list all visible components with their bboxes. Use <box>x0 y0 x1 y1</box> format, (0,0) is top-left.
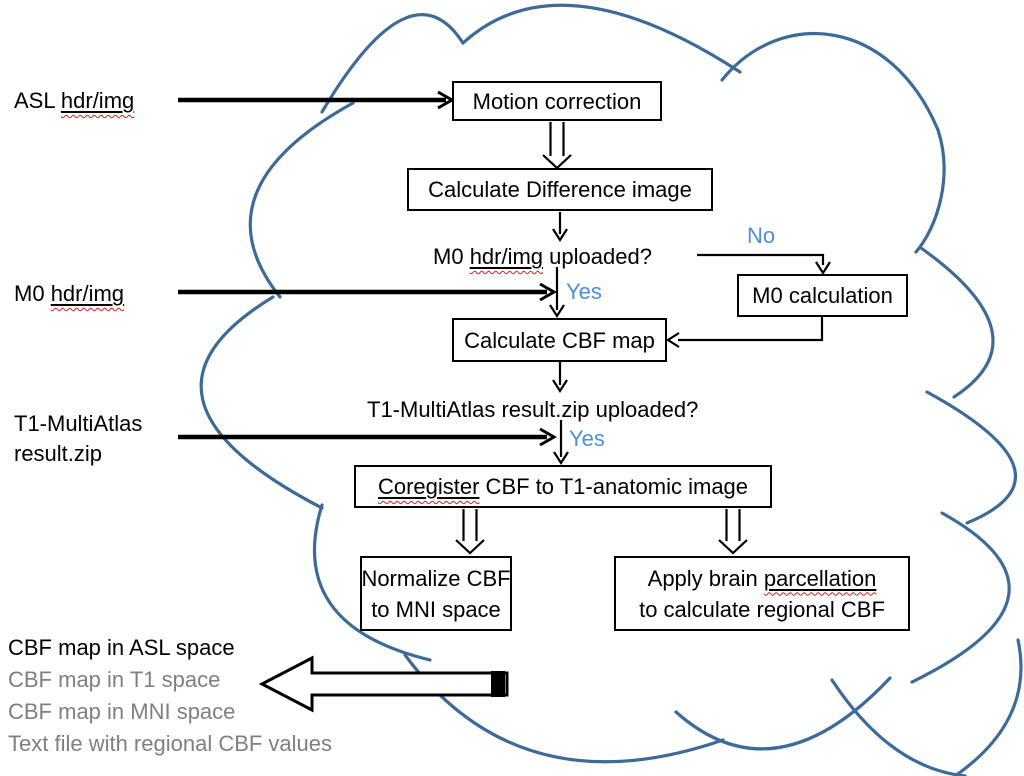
input-label-asl-file: hdr/img <box>60 88 135 113</box>
double-arrow-coreg-to-normalize-icon <box>455 509 485 555</box>
arrow-no-elbow-icon <box>697 253 831 276</box>
step-calculate-cbf-map: Calculate CBF map <box>452 318 667 362</box>
arrow-cbf-to-question-icon <box>552 362 568 394</box>
input-label-m0: M0 hdr/img <box>14 279 124 309</box>
arrow-yes-to-cbf-icon <box>549 267 565 319</box>
arrow-yes-to-coreg-icon <box>553 420 569 466</box>
step-m0-calculation: M0 calculation <box>737 274 908 317</box>
step-apply-parcellation: Apply brain parcellation to calculate re… <box>614 556 910 631</box>
input-label-m0-file: hdr/img <box>50 281 125 306</box>
step-coregister-word: Coregister <box>377 474 480 499</box>
arrow-m0calc-to-cbf-icon <box>665 317 824 348</box>
step-calculate-difference: Calculate Difference image <box>407 168 713 211</box>
arrow-diff-to-question-icon <box>552 212 568 243</box>
output-cbf-mni-space: CBF map in MNI space <box>8 699 236 724</box>
step-coregister: Coregister CBF to T1-anatomic image <box>354 465 772 508</box>
step-normalize-line1: Normalize CBF <box>361 565 511 591</box>
decision-no-m0: No <box>747 223 776 248</box>
question-m0-suffix: uploaded? <box>543 244 652 269</box>
step-normalize-line2: to MNI space <box>371 596 501 622</box>
output-cbf-asl-space: CBF map in ASL space <box>8 635 235 660</box>
arrow-m0-input-icon <box>178 282 558 302</box>
input-label-asl-prefix: ASL <box>14 88 61 113</box>
step-normalize-cbf: Normalize CBF to MNI space <box>360 556 512 631</box>
input-label-t1-line2: result.zip <box>14 441 103 466</box>
question-m0-uploaded: M0 hdr/img uploaded? <box>433 242 652 272</box>
cloud-outline-icon <box>199 3 1023 776</box>
step-m0-calculation-label: M0 calculation <box>752 283 893 308</box>
question-m0-prefix: M0 <box>433 244 470 269</box>
step-apply-parcellation-word: parcellation <box>763 565 877 591</box>
input-label-t1-line1: T1-MultiAtlas <box>14 411 143 436</box>
input-label-asl: ASL hdr/img <box>14 86 134 116</box>
double-arrow-coreg-to-parcellation-icon <box>718 509 748 555</box>
arrow-asl-input-icon <box>178 90 456 110</box>
block-arrow-left-icon <box>258 655 509 713</box>
question-t1-uploaded: T1-MultiAtlas result.zip uploaded? <box>367 397 699 422</box>
step-motion-correction-label: Motion correction <box>472 88 642 114</box>
double-arrow-motion-to-diff-icon <box>542 122 572 170</box>
step-apply-parcellation-prefix: Apply brain <box>647 565 764 591</box>
step-coregister-label: Coregister CBF to T1-anatomic image <box>378 471 748 502</box>
input-label-m0-prefix: M0 <box>14 281 51 306</box>
step-calculate-difference-label: Calculate Difference image <box>428 177 692 202</box>
step-coregister-rest: CBF to T1-anatomic image <box>479 474 749 499</box>
arrow-t1-input-icon <box>178 427 558 447</box>
step-motion-correction: Motion correction <box>452 81 662 121</box>
step-apply-parcellation-line1: Apply brain parcellation <box>648 563 877 594</box>
input-label-t1: T1-MultiAtlas result.zip <box>14 409 142 469</box>
step-calculate-cbf-map-label: Calculate CBF map <box>464 327 655 353</box>
output-list: CBF map in ASL space CBF map in T1 space… <box>8 632 332 760</box>
output-cbf-t1-space: CBF map in T1 space <box>8 667 221 692</box>
decision-yes-m0: Yes <box>566 279 602 304</box>
question-m0-file: hdr/img <box>469 244 544 269</box>
decision-yes-t1: Yes <box>569 426 605 451</box>
step-apply-parcellation-line2: to calculate regional CBF <box>639 596 885 622</box>
output-regional-cbf-text-file: Text file with regional CBF values <box>8 731 333 756</box>
